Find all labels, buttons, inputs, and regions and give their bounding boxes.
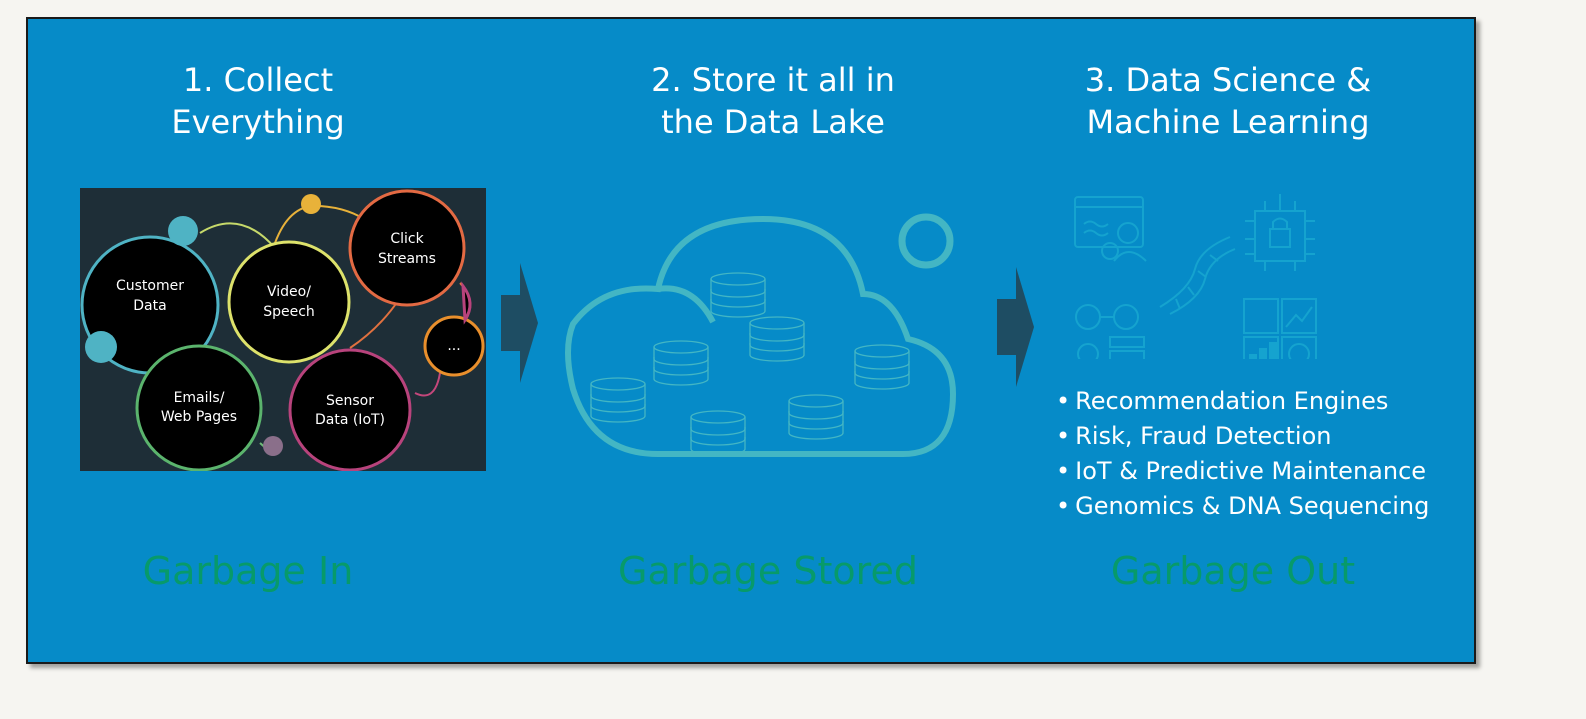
dashboard-icon [1243,298,1317,359]
bubble-label: Video/ [267,284,311,300]
dna-icon [1159,236,1236,315]
database-icon [854,344,910,390]
list-item: IoT & Predictive Maintenance [1056,454,1429,489]
database-icon [749,316,805,362]
bubble-label: Emails/ [174,390,225,406]
arrow-right-icon [997,267,1034,387]
diagram-panel: 1. Collect Everything 2. Store it all in… [26,17,1476,664]
bubble-label: ... [447,338,460,354]
data-sources-bubble-graphic: Customer Data Video/ Speech Click Stream… [80,188,486,471]
database-icon [653,340,709,386]
arrow-right-icon [501,263,538,383]
list-item: Risk, Fraud Detection [1056,419,1429,454]
click-streams-bubble [348,189,466,307]
step-1-heading: 1. Collect Everything [171,61,345,141]
sensor-data-bubble [288,348,412,471]
bubble-label: Streams [378,251,436,267]
video-speech-bubble [227,240,351,364]
step-3-heading: 3. Data Science & Machine Learning [1084,61,1372,141]
bubble-label: Speech [263,304,315,320]
more-bubble [423,315,485,377]
garbage-stored-label: Garbage Stored [618,549,918,593]
bubble-label: Click [390,231,424,247]
database-icon [590,377,646,423]
bubble-label: Customer [116,278,184,294]
database-icon [710,272,766,318]
presentation-icon [1074,196,1147,262]
step-2-heading: 2. Store it all in the Data Lake [651,61,895,141]
bubble-label: Web Pages [161,409,237,425]
list-item: Recommendation Engines [1056,384,1429,419]
database-icon [788,394,844,440]
garbage-in-label: Garbage In [142,549,354,593]
use-case-list: Recommendation Engines Risk, Fraud Detec… [1056,384,1429,524]
data-lake-cloud-icon [565,213,957,457]
garbage-out-label: Garbage Out [1110,549,1356,593]
emails-bubble [135,344,263,471]
database-icon [690,410,746,456]
bubble-label: Data (IoT) [315,412,385,428]
lock-chip-icon [1245,194,1315,271]
list-item: Genomics & DNA Sequencing [1056,489,1429,524]
people-network-icon [1075,304,1145,359]
ml-icons-cluster [1074,194,1317,359]
bubble-label: Data [133,298,166,314]
bubble-label: Sensor [326,393,374,409]
